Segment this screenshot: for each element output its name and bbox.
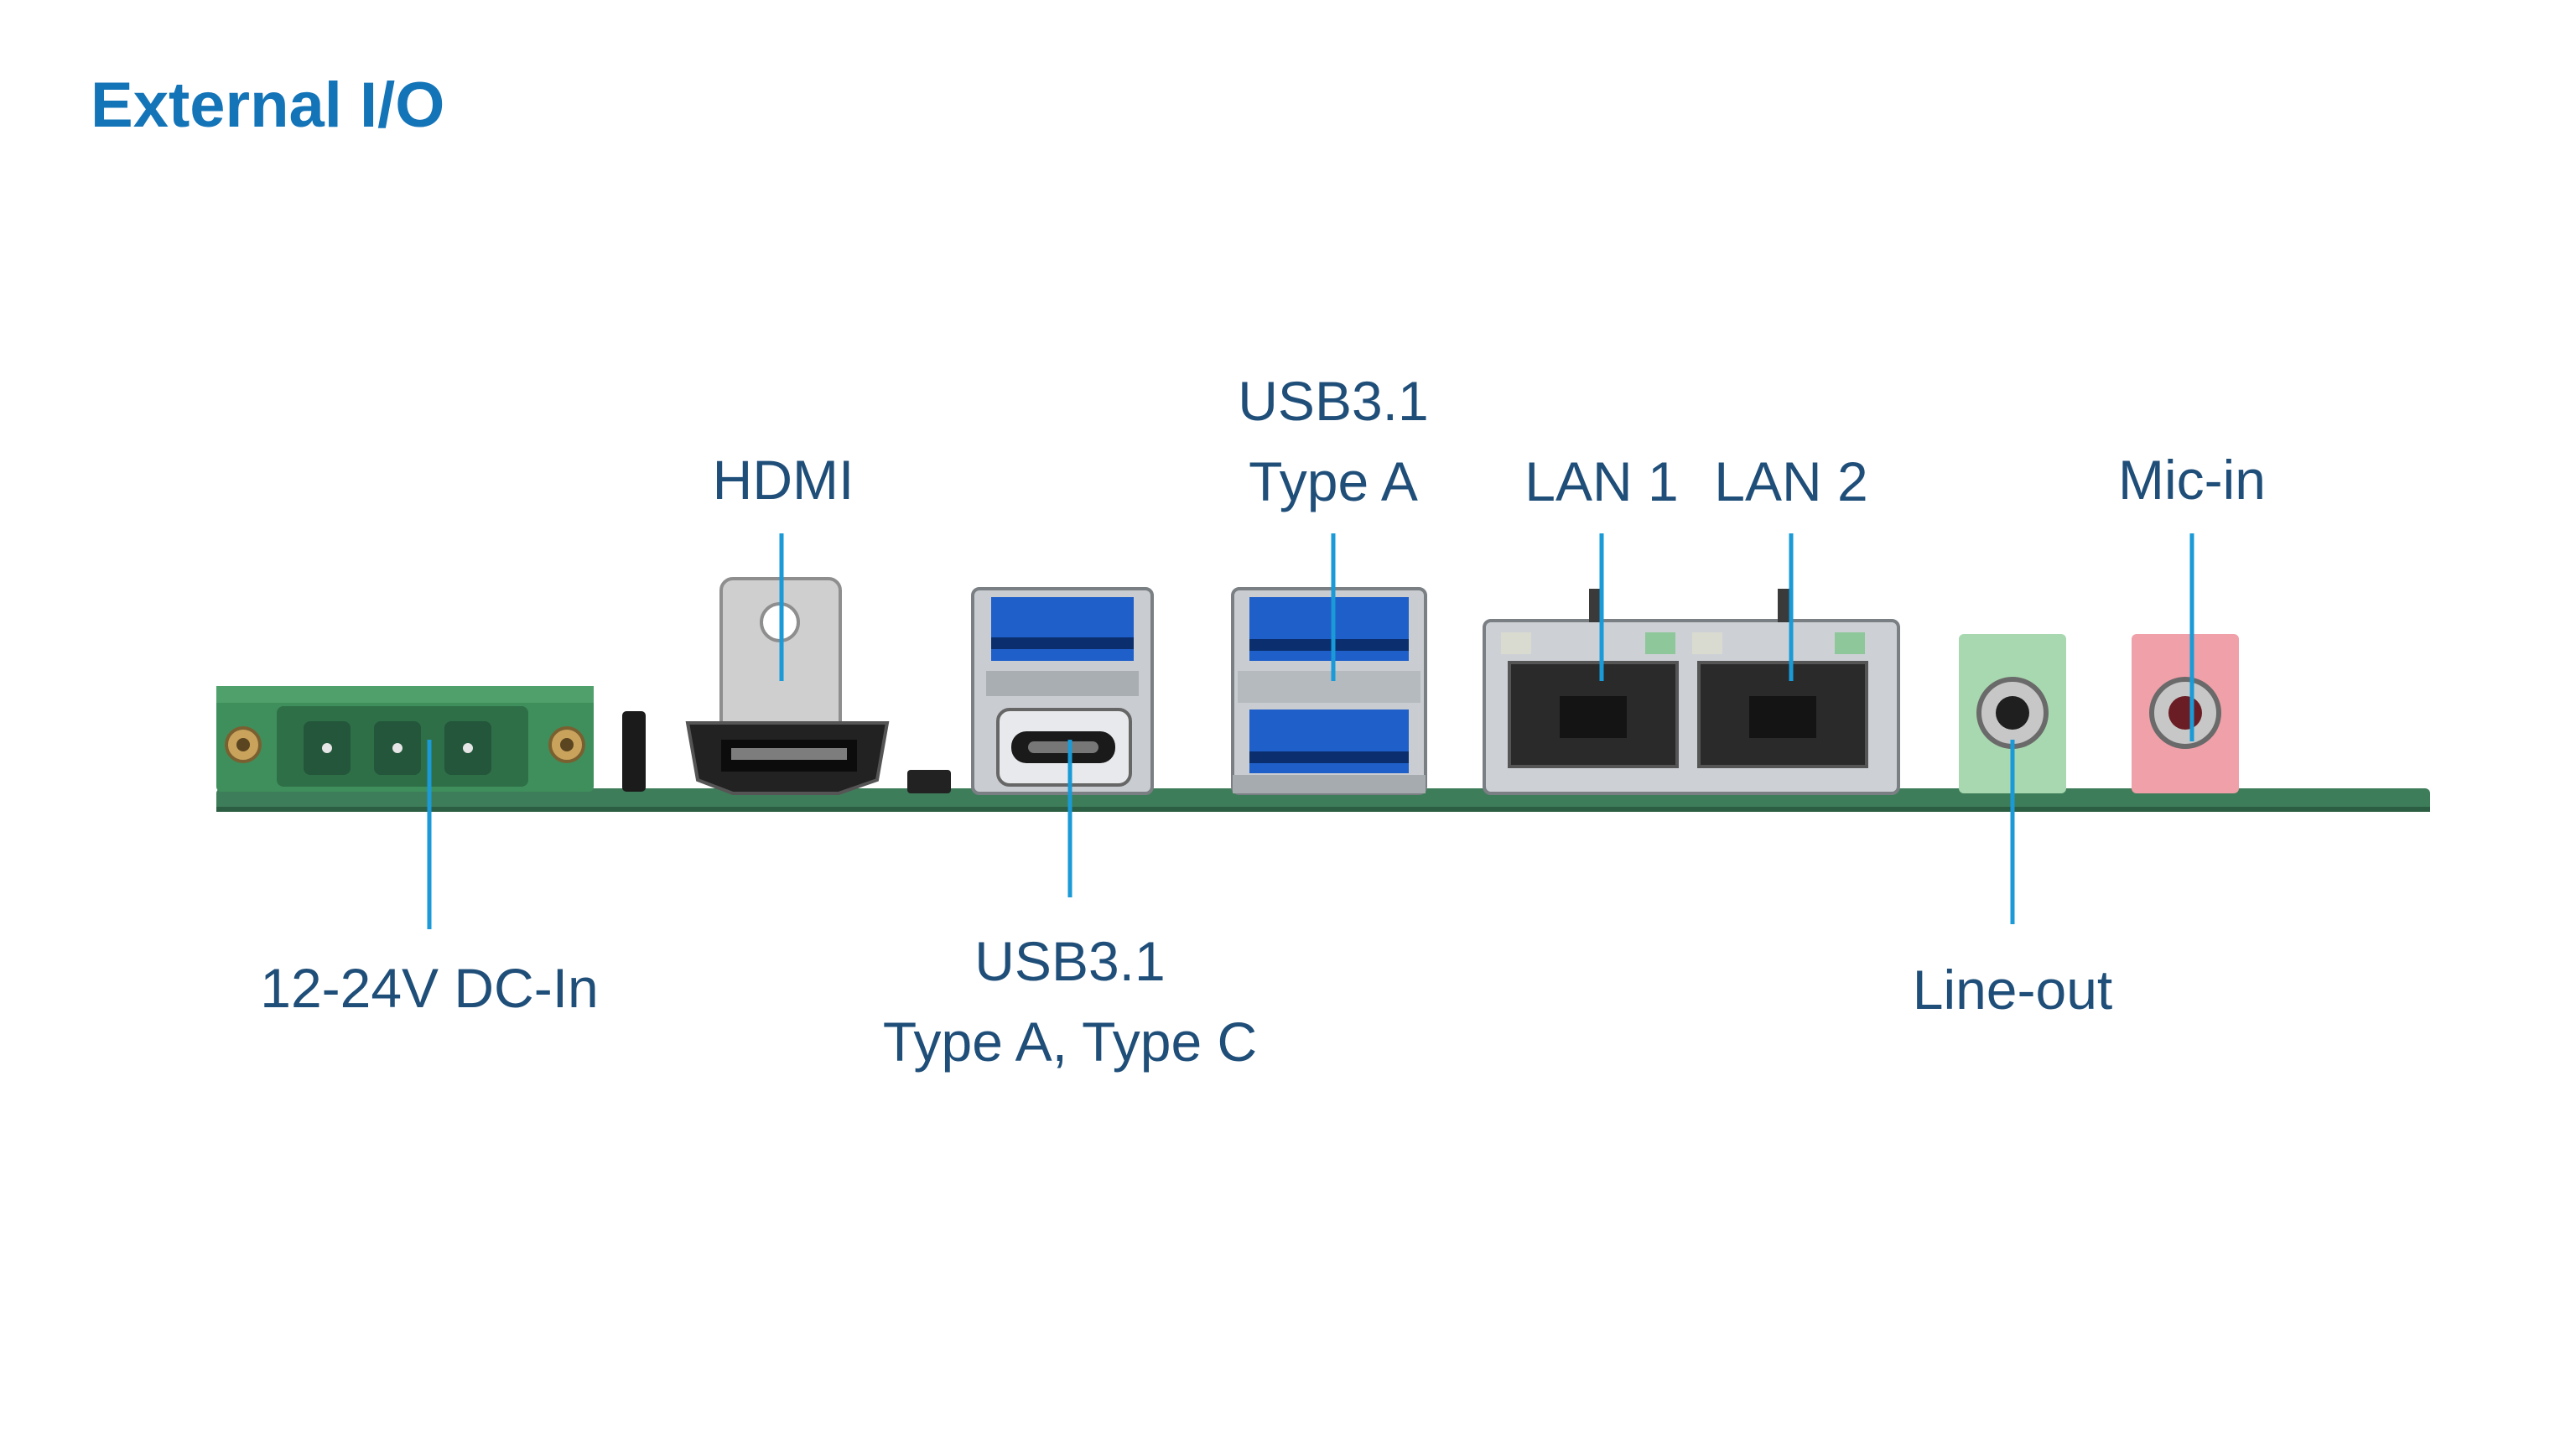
- usb-a-dual-stack: [1231, 587, 1427, 795]
- usb-a-label: USB3.1 Type A: [1238, 370, 1429, 512]
- usb-ac-label: USB3.1 Type A, Type C: [882, 930, 1258, 1073]
- page-title: External I/O: [91, 70, 445, 141]
- line-out-jack: [1959, 634, 2066, 793]
- lan-dual-jack: [1483, 589, 1900, 795]
- hdmi-connector: [685, 577, 890, 795]
- dc-in-connector: [216, 686, 594, 792]
- mic-in-jack: [2132, 634, 2239, 793]
- mic-in-label: Mic-in: [2118, 449, 2266, 511]
- usb-a-type-c-stack: [971, 587, 1154, 795]
- lan2-label: LAN 2: [1714, 450, 1868, 512]
- dc-in-label: 12-24V DC-In: [260, 957, 599, 1019]
- hdmi-label: HDMI: [712, 449, 854, 511]
- lan1-label: LAN 1: [1524, 450, 1679, 512]
- line-out-label: Line-out: [1912, 959, 2113, 1021]
